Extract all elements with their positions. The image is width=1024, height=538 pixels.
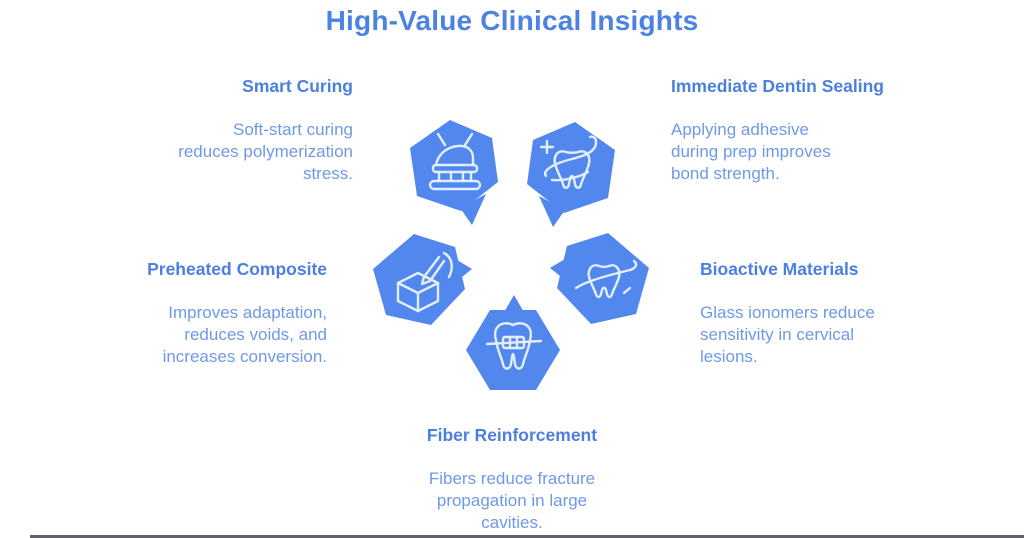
hexagon-fiber-reinforcement xyxy=(451,280,575,408)
curing-light-icon xyxy=(428,132,482,191)
bottom-edge-bar xyxy=(30,535,1024,538)
hexagon-shape xyxy=(466,295,560,390)
composite-cube-pen-icon xyxy=(396,251,453,313)
insight-description: Improves adaptation, reduces voids, and … xyxy=(162,303,327,366)
insight-block-bioactive-materials: Bioactive Materials Glass ionomers reduc… xyxy=(700,259,930,368)
hexagon-shape xyxy=(373,234,472,325)
insight-label: Fiber Reinforcement xyxy=(426,425,598,445)
hexagon-immediate-dentin-sealing xyxy=(508,106,632,234)
page-title: High-Value Clinical Insights xyxy=(325,5,699,36)
hexagon-shape xyxy=(550,233,649,324)
hexagon-shape xyxy=(410,120,498,225)
tooth-braces-icon xyxy=(485,322,543,370)
insight-description: Glass ionomers reduce sensitivity in cer… xyxy=(700,303,875,366)
insight-label: Bioactive Materials xyxy=(700,259,859,279)
tooth-sparkle-icon xyxy=(539,135,598,189)
insight-block-smart-curing: Smart Curing Soft-start curing reduces p… xyxy=(113,76,353,185)
hexagon-shape xyxy=(527,122,615,227)
insight-label: Preheated Composite xyxy=(147,259,327,279)
insight-label: Immediate Dentin Sealing xyxy=(671,76,884,96)
insight-label: Smart Curing xyxy=(242,76,353,96)
insight-description: Soft-start curing reduces polymerization… xyxy=(178,120,353,183)
insight-block-immediate-dentin-sealing: Immediate Dentin Sealing Applying adhesi… xyxy=(671,76,911,185)
tooth-orbit-icon xyxy=(574,259,638,299)
hexagon-preheated-composite xyxy=(358,217,482,345)
hexagon-smart-curing xyxy=(393,104,517,232)
insight-block-preheated-composite: Preheated Composite Improves adaptation,… xyxy=(87,259,327,368)
insight-description: Fibers reduce fracture propagation in la… xyxy=(428,469,596,532)
insight-block-fiber-reinforcement: Fiber Reinforcement Fibers reduce fractu… xyxy=(387,425,637,534)
insight-description: Applying adhesive during prep improves b… xyxy=(671,120,831,183)
hexagon-bioactive-materials xyxy=(540,216,664,344)
